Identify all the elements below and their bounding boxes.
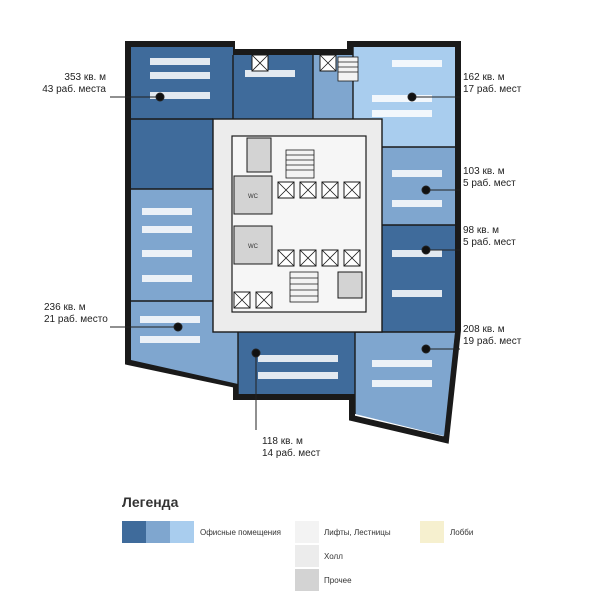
elevator-cross bbox=[251, 54, 269, 72]
floor-plan: WC WC bbox=[110, 41, 461, 444]
stairs-2 bbox=[289, 271, 319, 303]
office-zone-top-left-2[interactable] bbox=[233, 55, 313, 119]
elevator-group bbox=[233, 54, 361, 309]
stairs-3 bbox=[337, 56, 359, 82]
other-room-2 bbox=[246, 137, 272, 173]
office-zone-left-2[interactable] bbox=[131, 189, 213, 301]
wc-label-1: WC bbox=[248, 194, 259, 200]
legend-swatch-other bbox=[295, 569, 319, 591]
legend-label-other: Прочее bbox=[324, 576, 352, 585]
elevator-cross bbox=[299, 181, 317, 199]
wc-room-1 bbox=[233, 175, 273, 215]
callout-162: 162 кв. м 17 раб. мест bbox=[463, 72, 522, 95]
office-zone-top-left[interactable] bbox=[131, 47, 233, 119]
office-zone-right-2[interactable] bbox=[382, 225, 455, 332]
elevator-cross bbox=[319, 54, 337, 72]
callout-103: 103 кв. м 5 раб. мест bbox=[463, 166, 516, 189]
legend-label-lifts: Лифты, Лестницы bbox=[324, 528, 391, 537]
elevator-cross bbox=[343, 181, 361, 199]
callout-236: 236 кв. м 21 раб. место bbox=[44, 302, 108, 325]
elevator-cross bbox=[233, 291, 251, 309]
other-room bbox=[337, 271, 363, 299]
wc-room-2 bbox=[233, 225, 273, 265]
legend-swatch-lobby bbox=[420, 521, 444, 543]
office-zone-bottom-center[interactable] bbox=[238, 332, 355, 394]
legend-swatch-office-1 bbox=[122, 521, 146, 543]
legend-swatch-hall bbox=[295, 545, 319, 567]
elevator-cross bbox=[277, 181, 295, 199]
elevator-cross bbox=[343, 249, 361, 267]
legend-label-office: Офисные помещения bbox=[200, 528, 282, 537]
legend-label-hall: Холл bbox=[324, 552, 343, 561]
legend-title: Легенда bbox=[122, 494, 179, 510]
legend-swatch-office-2 bbox=[146, 521, 170, 543]
legend-swatch-lifts bbox=[295, 521, 319, 543]
legend-label-lobby: Лобби bbox=[450, 528, 474, 537]
elevator-cross bbox=[321, 181, 339, 199]
office-zone-right-1[interactable] bbox=[382, 147, 455, 225]
elevator-cross bbox=[299, 249, 317, 267]
callout-208: 208 кв. м 19 раб. мест bbox=[463, 324, 522, 347]
callout-353: 353 кв. м 43 раб. места bbox=[42, 72, 106, 95]
office-zone-left-1[interactable] bbox=[131, 119, 213, 189]
callout-118: 118 кв. м 14 раб. мест bbox=[262, 436, 321, 459]
legend-swatch-office-3 bbox=[170, 521, 194, 543]
elevator-cross bbox=[277, 249, 295, 267]
elevator-cross bbox=[255, 291, 273, 309]
wc-label-2: WC bbox=[248, 244, 259, 250]
stairs-1 bbox=[285, 149, 315, 179]
callout-98: 98 кв. м 5 раб. мест bbox=[463, 225, 516, 248]
elevator-cross bbox=[321, 249, 339, 267]
